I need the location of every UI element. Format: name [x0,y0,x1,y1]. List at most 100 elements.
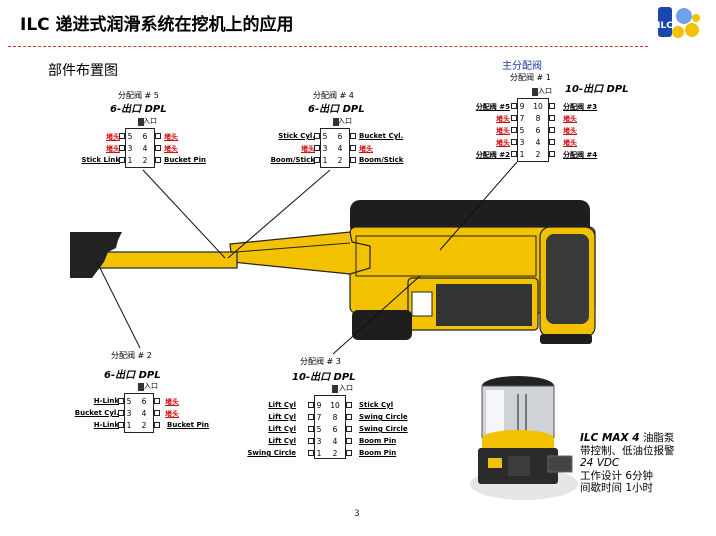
port-number: 6 [332,425,338,434]
engine-grille [436,284,532,326]
pointer-v4 [227,169,331,259]
valve-type: 6-出口 DPL [104,370,161,381]
outlet-label-left: Lift Cyl [268,437,296,445]
port-box [511,127,517,133]
port-number: 9 [519,102,525,111]
outlet-label-right: 堵头 [164,145,178,153]
port-box [314,157,320,163]
port-box [549,151,555,157]
port-box [308,450,314,456]
port-box [118,410,124,416]
outlet-label-right: Boom/Stick [359,156,404,164]
distributor-valve-5: 分配阀 # 5 6-出口 DPL 入口 堵头 5 6 堵头 堵头 3 4 堵头 … [60,90,220,170]
hood-panel [411,291,433,317]
port-number: 5 [316,425,322,434]
inlet-label: 入口 [338,117,352,125]
port-number: 6 [141,397,147,406]
inlet-port [138,118,144,126]
port-box [350,145,356,151]
outlet-label-right: 堵头 [165,398,179,406]
pump-model: ILC MAX 4 [580,432,640,444]
outlet-label-right: 分配阀 #4 [563,151,598,159]
port-number: 3 [127,144,133,153]
valve-type: 6-出口 DPL [110,104,167,115]
pump-line-2: 24 VDC [580,457,620,469]
port-box [511,151,517,157]
pointer-v5 [142,169,226,259]
pointer-v2 [96,261,141,349]
port-number: 2 [535,150,541,159]
outlet-label-right: Swing Circle [359,413,408,421]
port-box [314,145,320,151]
port-box [549,127,555,133]
pointer-v1 [439,161,518,251]
grease-pump-image [470,376,578,500]
pump-line-1: 带控制、低油位报警 [580,444,675,457]
port-number: 4 [141,409,147,418]
inlet-label: 入口 [144,382,158,390]
valve-type: 10-出口 DPL [292,372,356,383]
outlet-label-left: 分配阀 #2 [475,151,510,159]
stick [91,251,238,269]
port-number: 5 [519,126,525,135]
lift-cylinder [235,242,351,253]
port-number: 8 [535,114,541,123]
distributor-valve-3: 分配阀 # 3 10-出口 DPL 入口 Lift Cyl 9 10 Stick… [240,356,430,466]
outlet-label-left: Lift Cyl [268,425,296,433]
port-number: 5 [126,397,132,406]
port-box [119,157,125,163]
ilc-logo: ILC [656,6,702,40]
valve-body [320,128,350,168]
outlet-label-left: 堵头 [301,145,315,153]
inlet-label: 入口 [538,87,552,95]
distributor-valve-1: 分配阀 # 1 10-出口 DPL 入口 分配阀 #5 9 10 分配阀 #3 … [448,68,648,168]
outlet-label-right: Bucket Cyl. [359,132,404,140]
port-box [308,438,314,444]
inlet-port [333,118,339,126]
port-box [308,426,314,432]
title-divider [8,46,648,47]
port-box [154,398,160,404]
port-number: 6 [337,132,343,141]
port-number: 9 [316,401,322,410]
outlet-label-right: 堵头 [563,139,577,147]
port-number: 2 [337,156,343,165]
port-number: 3 [519,138,525,147]
outlet-label-left: 堵头 [106,145,120,153]
outlet-label-right: 堵头 [563,115,577,123]
outlet-label-right: Boom Pin [359,437,397,445]
outlet-label-right: Boom Pin [359,449,397,457]
outlet-label-left: 分配阀 #5 [475,103,510,111]
left-track [352,310,412,340]
outlet-label-left: Stick Cyl. [278,132,315,140]
valve-name: 分配阀 # 1 [510,73,551,82]
main-distributor-label: 主分配阀 [502,61,542,72]
port-box [118,422,124,428]
page-title: ILC 递进式润滑系统在挖机上的应用 [20,15,294,35]
cab-window [546,234,589,324]
port-number: 4 [337,144,343,153]
port-number: 7 [316,413,322,422]
port-box [511,139,517,145]
port-number: 3 [126,409,132,418]
pump-model-line: ILC MAX 4 油脂泵 [580,432,675,445]
page-number: 3 [354,509,360,519]
port-number: 3 [322,144,328,153]
distributor-valve-2: 分配阀 # 2 6-出口 DPL 入口 H-Link 5 6 堵头 Bucket… [54,350,224,440]
outlet-label-right: 堵头 [359,145,373,153]
inlet-port [138,383,144,391]
outlet-label-right: Bucket Pin [167,421,209,429]
inlet-port [332,385,338,393]
frame-outline [355,235,537,277]
port-box [346,402,352,408]
port-number: 10 [330,401,340,410]
port-box [154,410,160,416]
inlet-label: 入口 [143,117,157,125]
pointer-v3 [332,275,421,355]
valve-body [517,98,549,162]
valve-body [125,128,155,168]
valve-type: 10-出口 DPL [565,84,629,95]
pump-info: ILC MAX 4 油脂泵 带控制、低油位报警 24 VDC 工作设计 6分钟 … [580,432,675,495]
port-box [346,438,352,444]
